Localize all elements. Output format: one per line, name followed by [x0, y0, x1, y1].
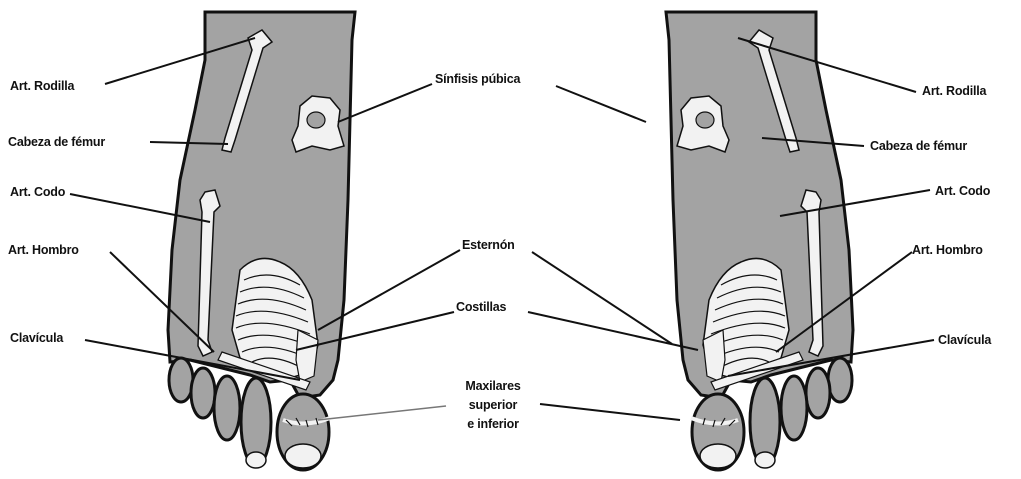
label-esternon: Esternón [462, 238, 515, 253]
leader-maxilares-right [540, 404, 680, 420]
label-femur-left: Cabeza de fémur [8, 135, 105, 150]
leader-esternon-right [532, 252, 672, 344]
leader-maxilares-left [318, 406, 446, 420]
label-codo-right: Art. Codo [935, 184, 990, 199]
label-costillas: Costillas [456, 300, 506, 315]
label-maxilares-line2: superior [446, 398, 540, 413]
label-maxilares-line1: Maxilares [446, 379, 540, 394]
right-foot [666, 12, 853, 470]
label-femur-right: Cabeza de fémur [870, 139, 967, 154]
label-hombro-right: Art. Hombro [912, 243, 983, 258]
label-rodilla-right: Art. Rodilla [922, 84, 986, 99]
leader-costillas-right [528, 312, 698, 350]
label-hombro-left: Art. Hombro [8, 243, 79, 258]
label-rodilla-left: Art. Rodilla [10, 79, 74, 94]
label-maxilares-line3: e inferior [446, 417, 540, 432]
leader-sinfisis-right [556, 86, 646, 122]
label-clavicula-right: Clavícula [938, 333, 991, 348]
label-codo-left: Art. Codo [10, 185, 65, 200]
left-foot [168, 12, 355, 470]
label-clavicula-left: Clavícula [10, 331, 63, 346]
label-sinfisis: Sínfisis púbica [435, 72, 520, 87]
